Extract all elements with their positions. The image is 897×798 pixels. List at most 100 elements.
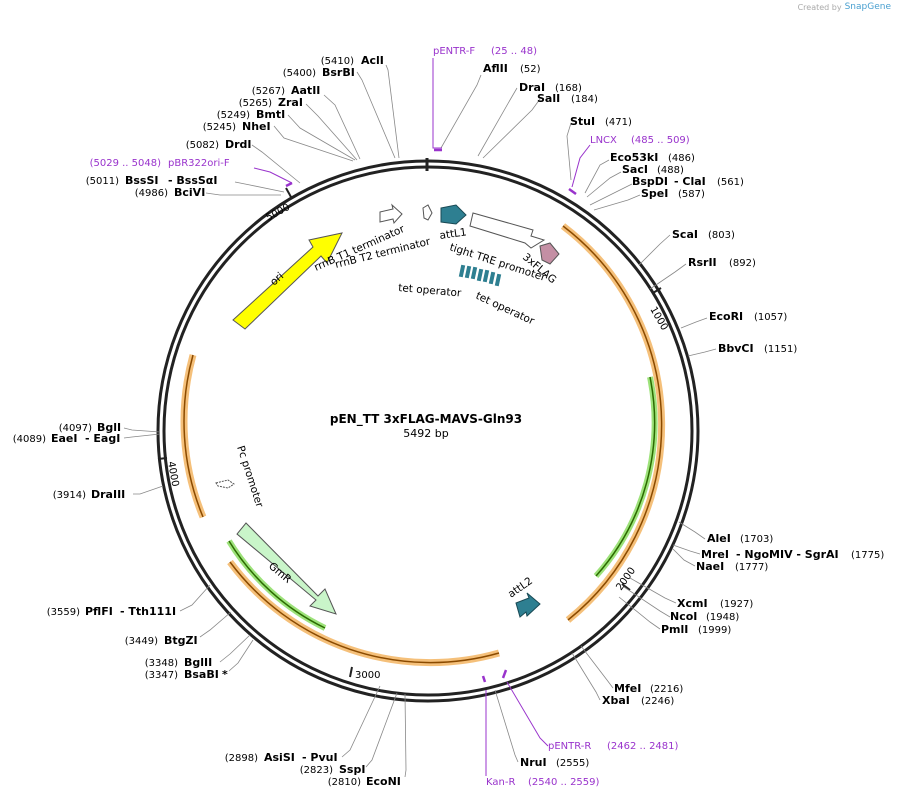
primer-pbr322ori-f: pBR322ori-F — [168, 158, 230, 169]
primer-kan-r: Kan-R — [486, 777, 515, 788]
svg-text:(2246): (2246) — [641, 696, 674, 707]
enzyme-asisi: AsiSI — [264, 751, 295, 764]
enzyme-btgzi: BtgZI — [164, 634, 198, 647]
svg-text:(5400): (5400) — [283, 68, 316, 79]
plasmid-name: pEN_TT 3xFLAG-MAVS-Gln93 — [330, 412, 522, 427]
svg-text:- PvuI: - PvuI — [302, 751, 338, 764]
enzyme-acli: AclI — [361, 54, 384, 67]
svg-text:(1777): (1777) — [735, 562, 768, 573]
svg-text:(5029 .. 5048): (5029 .. 5048) — [90, 158, 162, 169]
tick-4000: 4000 — [165, 461, 180, 488]
enzyme-scai: ScaI — [672, 228, 698, 241]
enzyme-alei: AleI — [707, 532, 731, 545]
enzyme-zrai: ZraI — [278, 96, 303, 109]
svg-text:(2216): (2216) — [650, 684, 683, 695]
svg-text:- EagI: - EagI — [85, 432, 120, 445]
enzyme-pmli: PmlI — [661, 623, 688, 636]
svg-text:- NgoMIV - SgrAI: - NgoMIV - SgrAI — [736, 548, 839, 561]
tick-marks — [157, 187, 662, 678]
enzyme-sites-left: (5410) AclI (5400) BsrBI (5267) AatII (5… — [13, 54, 401, 788]
enzyme-draiii: DraIII — [91, 488, 125, 501]
svg-text:- Tth111I: - Tth111I — [120, 605, 176, 618]
enzyme-rsrii: RsrII — [688, 256, 717, 269]
svg-text:(2462 .. 2481): (2462 .. 2481) — [607, 741, 679, 752]
flag-feature — [539, 242, 560, 265]
orf-arc-left-line — [183, 354, 204, 518]
primer-pentr-f: pENTR-F — [433, 46, 475, 57]
gmr-label: GmR — [266, 560, 293, 586]
svg-text:(2810): (2810) — [328, 777, 361, 788]
enzyme-naei: NaeI — [696, 560, 724, 573]
enzyme-srui: NruI — [520, 756, 547, 769]
tight-tre-feature — [469, 212, 546, 249]
svg-text:(587): (587) — [678, 189, 705, 200]
svg-text:(1775): (1775) — [851, 550, 884, 561]
primer-marks — [285, 148, 577, 683]
enzyme-sites-right: AflII (52) DraI (168) SalI (184) StuI (4… — [483, 62, 884, 769]
svg-text:(25 .. 48): (25 .. 48) — [491, 46, 537, 57]
svg-text:- BssSαI: - BssSαI — [168, 174, 217, 187]
svg-text:(803): (803) — [708, 230, 735, 241]
enzyme-saci: SacI — [622, 163, 648, 176]
enzyme-leader-lines-right — [440, 74, 717, 763]
svg-text:(561): (561) — [717, 177, 744, 188]
enzyme-mfei: MfeI — [614, 682, 641, 695]
svg-text:(4097): (4097) — [59, 423, 92, 434]
svg-text:(1057): (1057) — [754, 312, 787, 323]
gmr-feature — [236, 522, 337, 615]
svg-text:(2898): (2898) — [225, 753, 258, 764]
orf-arc-bottom — [227, 559, 500, 667]
enzyme-bglii: BglII — [184, 656, 212, 669]
enzyme-aatii: AatII — [291, 84, 320, 97]
tet-operator-label-1: tet operator — [398, 282, 463, 300]
tick-3000: 3000 — [355, 670, 380, 681]
svg-text:(5410): (5410) — [321, 56, 354, 67]
svg-text:(5267): (5267) — [252, 86, 285, 97]
enzyme-pflfi: PflFI — [85, 605, 113, 618]
enzyme-sali: SalI — [537, 92, 560, 105]
enzyme-mrei: MreI — [701, 548, 729, 561]
svg-text:(3347): (3347) — [145, 670, 178, 681]
svg-text:(3559): (3559) — [47, 607, 80, 618]
svg-text:(488): (488) — [657, 165, 684, 176]
svg-text:(5265): (5265) — [239, 98, 272, 109]
credit-prefix: Created by — [797, 2, 842, 12]
pc-promoter-feature — [215, 479, 235, 489]
attl2-feature — [515, 592, 541, 618]
enzyme-ecori: EcoRI — [709, 310, 743, 323]
enzyme-bgli: BglI — [97, 421, 121, 434]
enzyme-bmti: BmtI — [256, 108, 285, 121]
enzyme-leader-lines-left — [123, 64, 407, 778]
enzyme-bspdi: BspDI — [632, 175, 668, 188]
svg-text:(1948): (1948) — [706, 612, 739, 623]
svg-text:(5245): (5245) — [203, 122, 236, 133]
credit: Created by SnapGene — [798, 2, 891, 12]
enzyme-nhei: NheI — [242, 120, 271, 133]
pc-promoter-label: Pc promoter — [234, 444, 265, 509]
enzyme-bsrbi: BsrBI — [322, 66, 355, 79]
svg-text:(3914): (3914) — [53, 490, 86, 501]
orf-arc-bottom-line — [229, 561, 500, 664]
svg-text:- ClaI: - ClaI — [674, 175, 706, 188]
svg-text:(3348): (3348) — [145, 658, 178, 669]
enzyme-sspi: SspI — [339, 763, 365, 776]
svg-text:(2823): (2823) — [300, 765, 333, 776]
primer-leaders — [253, 58, 591, 776]
orf-arc-green — [593, 376, 658, 578]
enzyme-eco53ki: Eco53kI — [610, 151, 658, 164]
svg-text:(892): (892) — [729, 258, 756, 269]
rrnb-t1-feature — [379, 203, 403, 225]
enzyme-bsabi: BsaBI — [184, 668, 219, 681]
snapgene-logo: SnapGene — [844, 2, 891, 12]
svg-text:(471): (471) — [605, 117, 632, 128]
svg-text:(485 .. 509): (485 .. 509) — [631, 135, 690, 146]
orf-arc-mavs-line — [562, 225, 663, 621]
primer-lncx: LNCX — [590, 135, 617, 146]
svg-text:(184): (184) — [571, 94, 598, 105]
plasmid-length: 5492 bp — [403, 427, 448, 440]
enzyme-bsssi: BssSI — [125, 174, 159, 187]
svg-text:(1999): (1999) — [698, 625, 731, 636]
svg-text:(1703): (1703) — [740, 534, 773, 545]
enzyme-econi: EcoNI — [366, 775, 401, 788]
